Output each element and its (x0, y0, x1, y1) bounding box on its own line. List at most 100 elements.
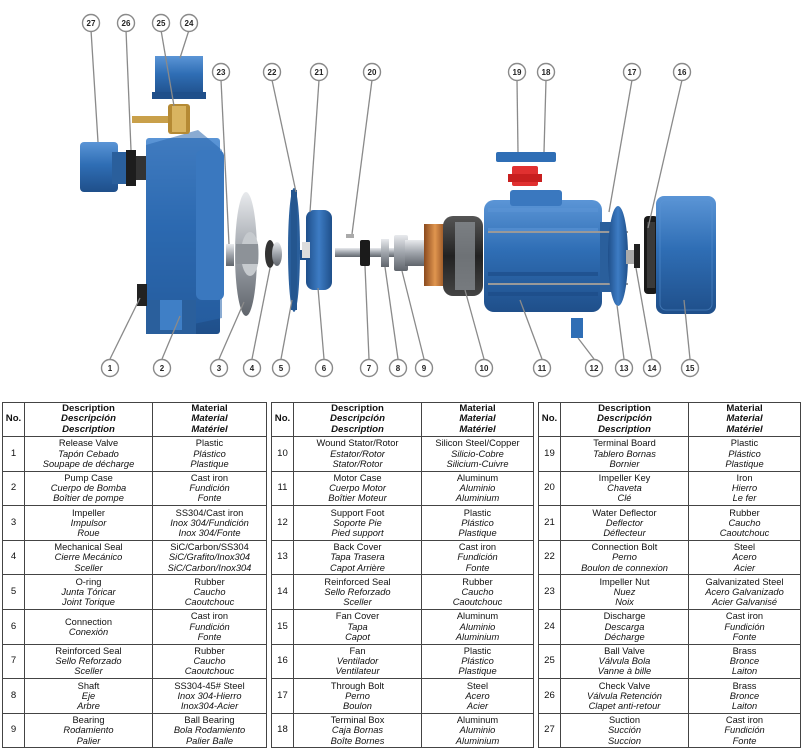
description-line: Sello Reforzado (324, 587, 391, 598)
material-line: Fundición (189, 621, 230, 632)
material-line: Fundición (457, 552, 498, 563)
material-line: Plástico (461, 517, 494, 528)
material-line: Fonte (197, 493, 222, 504)
callout-21: 21 (309, 62, 329, 82)
material-line: Bronce (729, 656, 760, 667)
material-line: Acero Galvanizado (705, 587, 784, 598)
material-line: Fonte (465, 562, 490, 573)
description-line: Junta Tóricar (61, 587, 116, 598)
callout-4: 4 (242, 358, 262, 378)
material-line: Aluminio (459, 483, 496, 494)
callout-20: 20 (362, 62, 382, 82)
svg-text:5: 5 (279, 364, 284, 373)
description-line: Terminal Box (330, 715, 385, 726)
material-line: SS304-45# Steel (174, 680, 245, 691)
material-line: Rubber (194, 646, 225, 657)
material-line: Aluminium (455, 493, 500, 504)
material-line: Cast iron (725, 611, 764, 622)
part-number: 4 (2, 539, 25, 576)
description-line: Boulon (343, 701, 372, 712)
description-line: Succion (607, 735, 642, 746)
description-line: Terminal Board (593, 438, 656, 449)
header-no: No. (271, 402, 294, 437)
description-line: Chaveta (607, 483, 642, 494)
part-number: 18 (271, 712, 294, 748)
part-number: 11 (271, 470, 294, 507)
part-number: 22 (538, 539, 561, 576)
material-line: Iron (736, 473, 753, 484)
callout-15: 15 (680, 358, 700, 378)
description-line: Capot (345, 631, 370, 642)
material-line: SiC/Grafito/Inox304 (168, 552, 251, 563)
part-number: 9 (2, 712, 25, 748)
svg-text:8: 8 (396, 364, 401, 373)
callout-14: 14 (642, 358, 662, 378)
material-line: Inox 304-Hierro (177, 690, 242, 701)
material-line: Inox 304/Fundición (170, 517, 249, 528)
material-line: Caoutchouc (719, 528, 770, 539)
description-line: Boîtier de pompe (53, 493, 124, 504)
description-line: Sceller (74, 666, 103, 677)
svg-text:12: 12 (590, 364, 599, 373)
material-line: Plastic (463, 646, 492, 657)
svg-text:9: 9 (422, 364, 427, 373)
header-description-line: Description (598, 403, 651, 415)
material-line: Caoutchouc (184, 597, 235, 608)
svg-text:11: 11 (538, 364, 547, 373)
material-line: Le fer (732, 493, 757, 504)
material-line: Plastic (730, 438, 759, 449)
part-number: 19 (538, 436, 561, 472)
callout-10: 10 (474, 358, 494, 378)
through-bolt-part (488, 231, 628, 285)
description-line: Soporte Pie (333, 517, 382, 528)
material-line: Fundición (724, 621, 765, 632)
description-line: Cuerpo Motor (329, 483, 386, 494)
o-ring-part (288, 188, 300, 312)
svg-text:15: 15 (686, 364, 695, 373)
material-line: Plastique (458, 666, 497, 677)
material-line: SiC/Carbon/SS304 (170, 542, 249, 553)
callout-2: 2 (152, 358, 172, 378)
svg-text:26: 26 (122, 19, 131, 28)
callout-24: 24 (179, 13, 199, 33)
part-number: 17 (271, 678, 294, 714)
description-line: Clé (617, 493, 632, 504)
material-line: Plastique (458, 528, 497, 539)
svg-text:2: 2 (160, 364, 165, 373)
material-line: Palier Balle (185, 735, 234, 746)
description-line: Impulsor (70, 517, 107, 528)
description-line: Capot Arrière (330, 562, 385, 573)
header-description-line: Descripción (330, 413, 385, 425)
description-line: Vanne à bille (597, 666, 652, 677)
material-line: Rubber (729, 507, 760, 518)
svg-text:16: 16 (678, 68, 687, 77)
description-line: Clapet anti-retour (588, 701, 661, 712)
description-line: Stator/Rotor (332, 458, 383, 469)
material-line: Cast iron (190, 611, 229, 622)
part-number: 16 (271, 643, 294, 680)
